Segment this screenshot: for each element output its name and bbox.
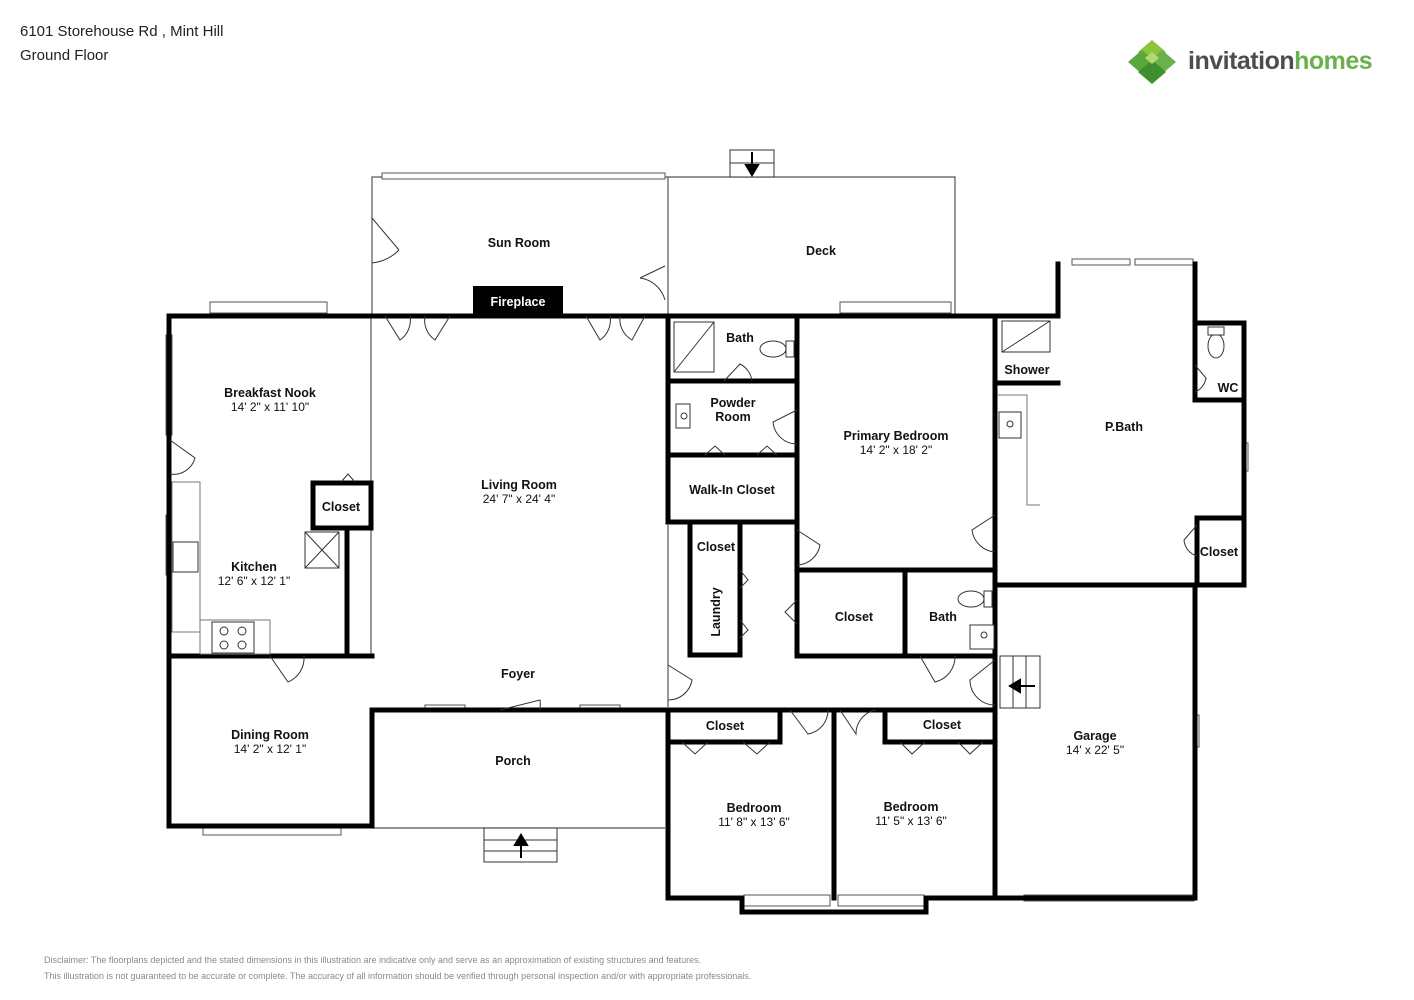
label-bath-1: Bath bbox=[726, 331, 754, 345]
logo-word-invitation: invitation bbox=[1188, 47, 1295, 75]
floor-heading: Ground Floor bbox=[20, 47, 109, 64]
disclaimer-line-2: This illustration is not guaranteed to b… bbox=[44, 971, 752, 981]
label-primary-bedroom: Primary Bedroom bbox=[844, 429, 949, 443]
logo-word-homes: homes bbox=[1294, 47, 1373, 75]
disclaimer-line-1: Disclaimer: The floorplans depicted and … bbox=[44, 955, 702, 965]
fixtures bbox=[171, 320, 1225, 655]
dim-primary-bedroom: 14' 2" x 18' 2" bbox=[860, 443, 932, 457]
logo-mark-icon bbox=[1128, 40, 1176, 84]
label-walk-in-closet: Walk-In Closet bbox=[689, 483, 775, 497]
label-closet-pbath: Closet bbox=[1200, 545, 1239, 559]
dim-living-room: 24' 7" x 24' 4" bbox=[483, 492, 555, 506]
label-porch: Porch bbox=[495, 754, 530, 768]
label-deck: Deck bbox=[806, 244, 836, 258]
label-shower: Shower bbox=[1004, 363, 1049, 377]
arrow-left-icon bbox=[1008, 678, 1021, 694]
fireplace-block bbox=[473, 286, 563, 315]
logo-wordmark: invitationhomes bbox=[1188, 47, 1373, 76]
label-closet-bed1: Closet bbox=[706, 719, 745, 733]
dim-garage: 14' x 22' 5" bbox=[1066, 743, 1124, 757]
brand-logo: invitationhomes bbox=[1128, 38, 1388, 88]
label-closet-bed2: Closet bbox=[923, 718, 962, 732]
stairs bbox=[483, 149, 1041, 863]
stove-icon bbox=[211, 621, 255, 654]
doors bbox=[169, 217, 1207, 755]
kitchen-sink-icon bbox=[172, 541, 199, 573]
address-heading: 6101 Storehouse Rd , Mint Hill bbox=[20, 23, 224, 40]
label-bedroom-2: Bedroom bbox=[884, 800, 939, 814]
arrow-up-icon bbox=[513, 833, 529, 846]
label-bath-2: Bath bbox=[929, 610, 957, 624]
label-garage: Garage bbox=[1073, 729, 1116, 743]
wc-toilet-icon bbox=[1207, 333, 1225, 359]
toilet-icon bbox=[759, 340, 787, 358]
label-foyer: Foyer bbox=[501, 667, 535, 681]
label-dining-room: Dining Room bbox=[231, 728, 309, 742]
label-fireplace: Fireplace bbox=[491, 295, 546, 309]
label-closet-hall: Closet bbox=[697, 540, 736, 554]
walls bbox=[166, 261, 1247, 915]
bath-toilet-icon bbox=[957, 590, 985, 608]
label-breakfast-nook: Breakfast Nook bbox=[224, 386, 316, 400]
label-sun-room: Sun Room bbox=[488, 236, 551, 250]
label-bedroom-1: Bedroom bbox=[727, 801, 782, 815]
dim-bedroom-2: 11' 5" x 13' 6" bbox=[875, 814, 947, 828]
arrow-down-icon bbox=[744, 164, 760, 177]
label-wc: WC bbox=[1218, 381, 1239, 395]
label-p-bath: P.Bath bbox=[1105, 420, 1143, 434]
label-closet-center: Closet bbox=[835, 610, 874, 624]
label-living-room: Living Room bbox=[481, 478, 557, 492]
label-powder-line1: Powder bbox=[710, 396, 755, 410]
label-closet-nook: Closet bbox=[322, 500, 361, 514]
dim-kitchen: 12' 6" x 12' 1" bbox=[218, 574, 290, 588]
dim-dining-room: 14' 2" x 12' 1" bbox=[234, 742, 306, 756]
dim-bedroom-1: 11' 8" x 13' 6" bbox=[718, 815, 790, 829]
light-walls bbox=[370, 176, 956, 829]
label-powder-line2: Room bbox=[715, 410, 750, 424]
entry-arrows bbox=[513, 152, 1035, 858]
dim-breakfast-nook: 14' 2" x 11' 10" bbox=[231, 400, 309, 414]
label-kitchen: Kitchen bbox=[231, 560, 277, 574]
label-laundry: Laundry bbox=[709, 587, 723, 636]
